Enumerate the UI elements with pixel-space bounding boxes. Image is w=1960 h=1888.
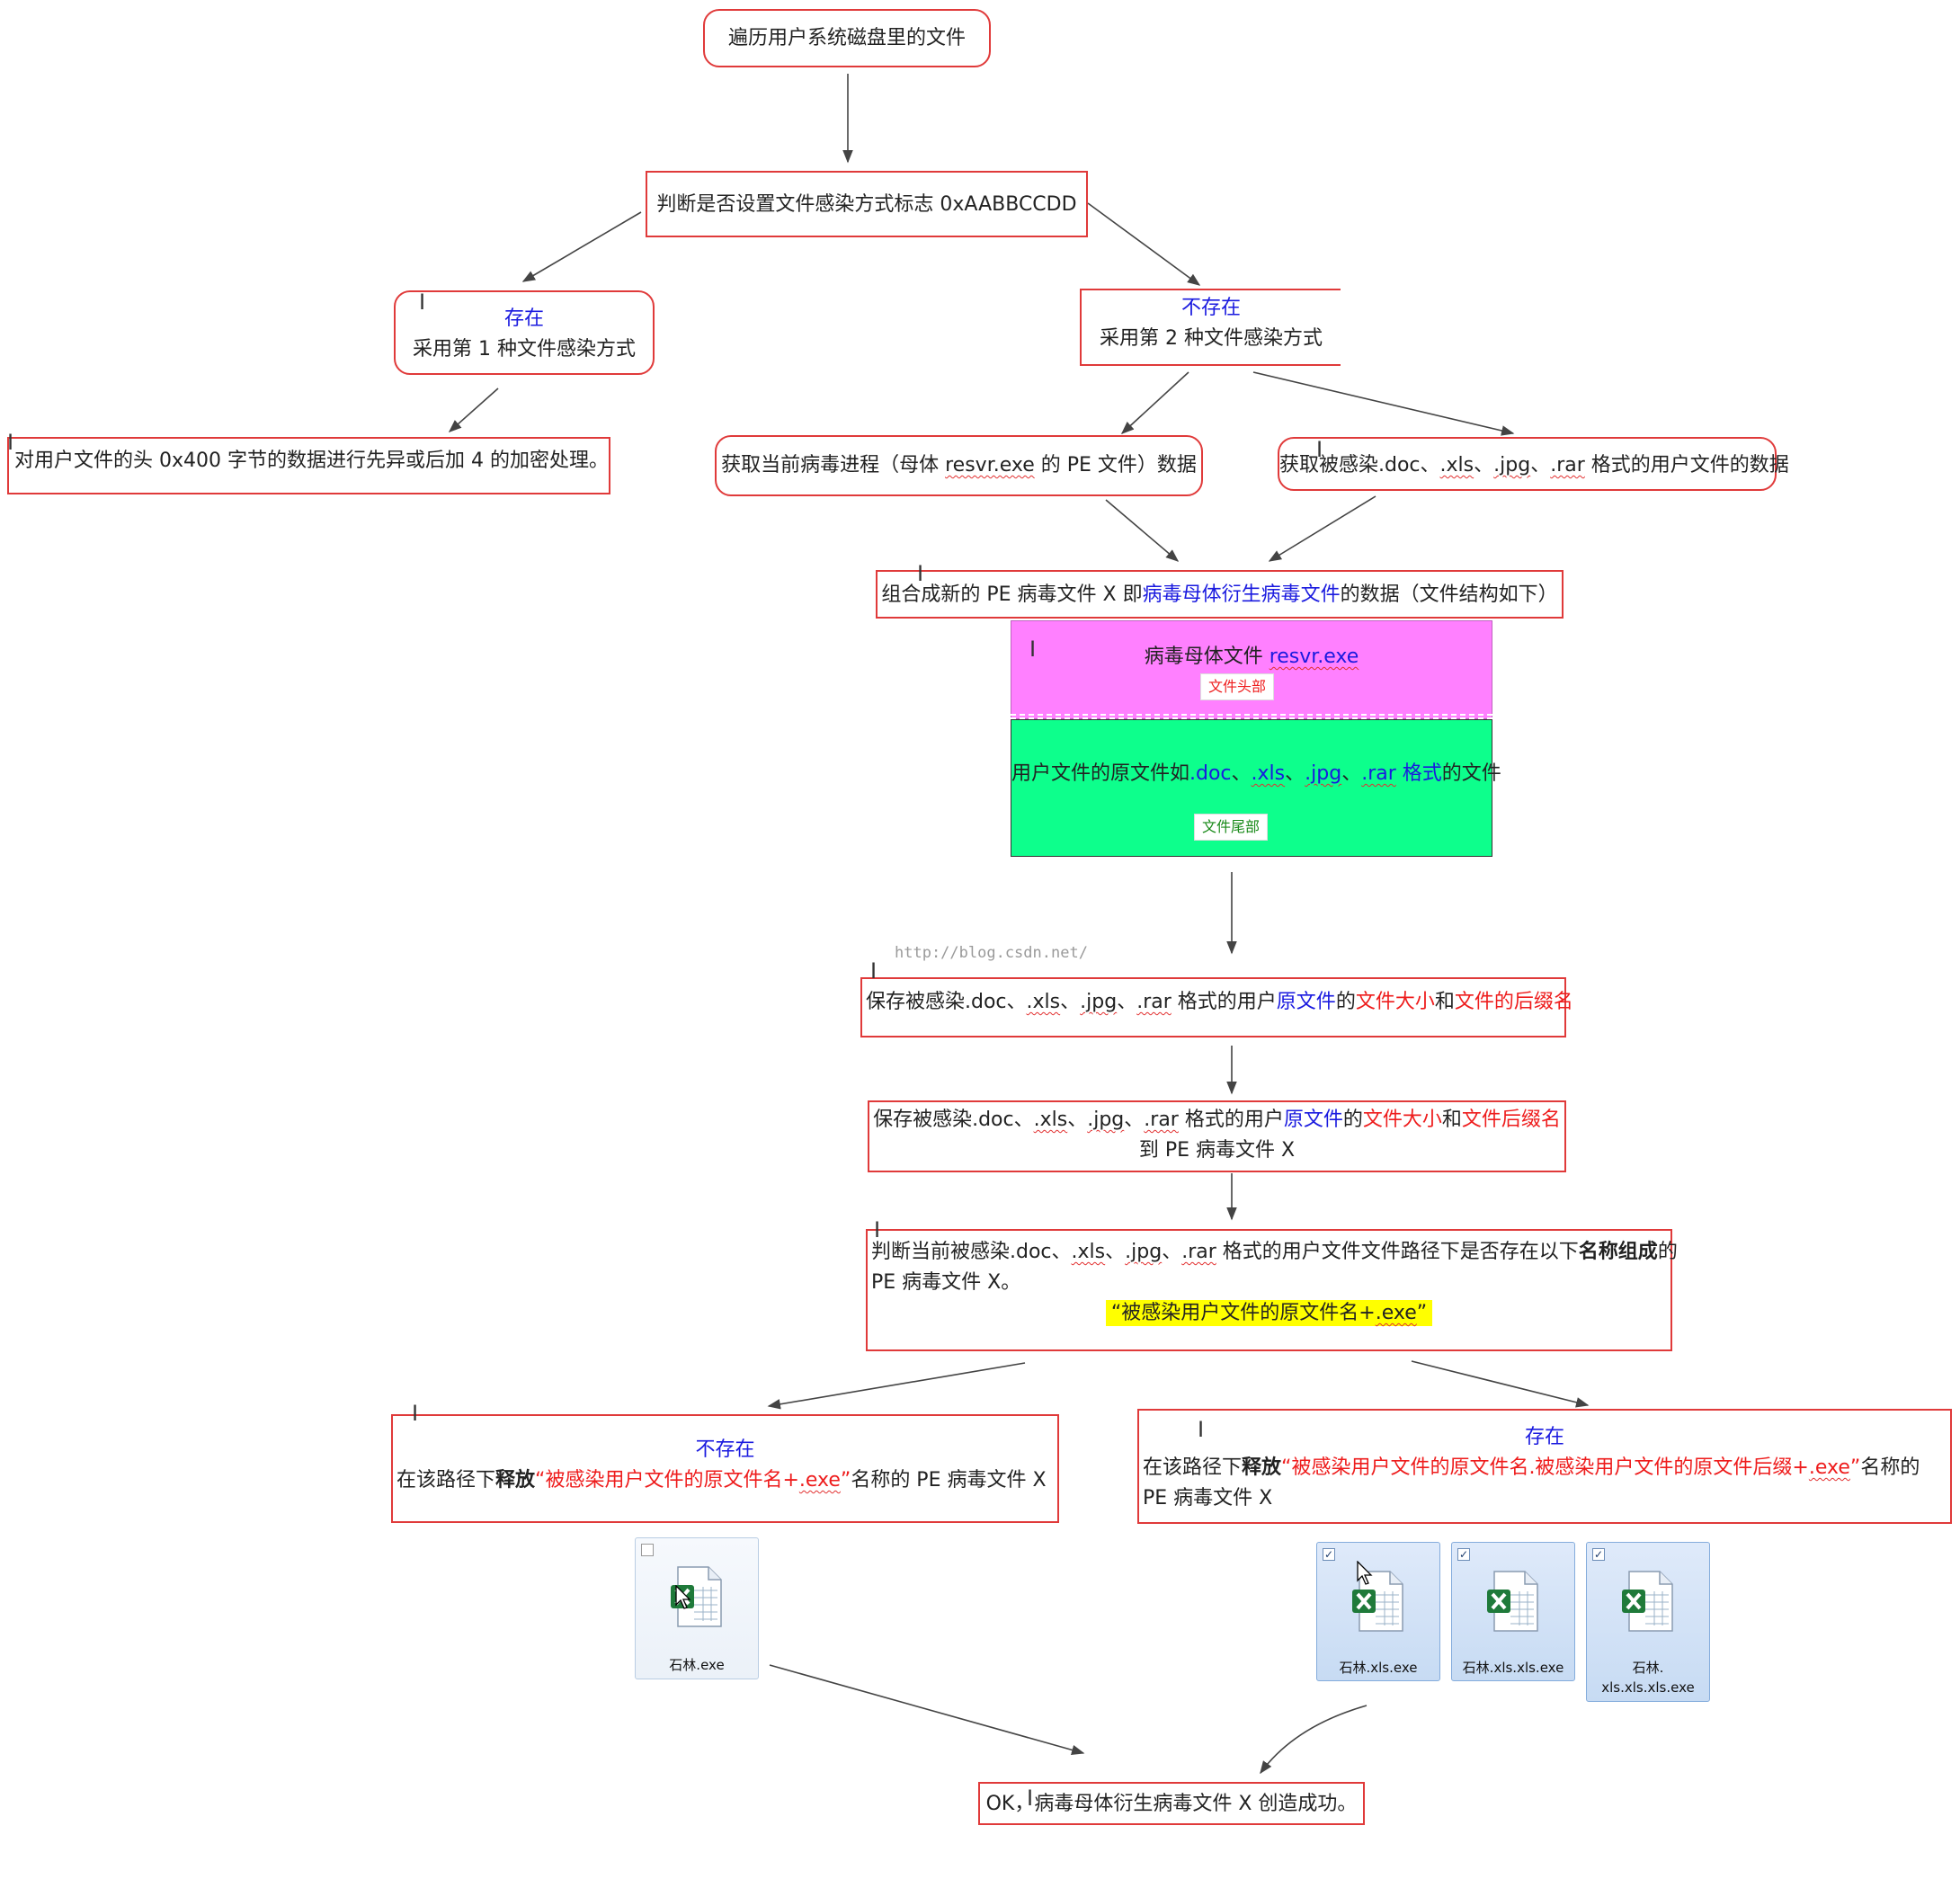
highlighted-name-pattern: “被感染用户文件的原文件名+.exe” bbox=[868, 1299, 1670, 1328]
text-cursor-icon: I bbox=[874, 1217, 881, 1242]
check-name-line2: PE 病毒文件 X。 bbox=[871, 1271, 1021, 1294]
file-name: 石林.exe bbox=[669, 1657, 725, 1673]
file-checkbox[interactable]: ✓ bbox=[1457, 1548, 1470, 1561]
not-exists-branch-node: 不存在 采用第 2 种文件感染方式 bbox=[1080, 289, 1341, 366]
save-to-pe-line2: 到 PE 病毒文件 X bbox=[1138, 1139, 1296, 1162]
file-checkbox[interactable]: ✓ bbox=[1592, 1548, 1605, 1561]
check-flag-text: 判断是否设置文件感染方式标志 0xAABBCCDD bbox=[656, 193, 1077, 216]
excel-file-icon bbox=[1622, 1571, 1673, 1632]
arrow-check-to-exists bbox=[521, 211, 642, 282]
arrow-check-to-not-exists bbox=[1087, 202, 1201, 286]
release-exist-node: 存在 在该路径下释放“被感染用户文件的原文件名.被感染用户文件的原文件后缀+.e… bbox=[1137, 1409, 1952, 1524]
not-exists-desc: 采用第 2 种文件感染方式 bbox=[1100, 327, 1323, 350]
file-item[interactable]: ✓ 石林. xls.xls.xls.exe bbox=[1586, 1542, 1710, 1702]
mouse-pointer-icon bbox=[1357, 1561, 1373, 1585]
file-head-tag: 文件头部 bbox=[1200, 673, 1275, 700]
text-cursor-icon: I bbox=[7, 430, 14, 455]
file-checkbox[interactable] bbox=[641, 1544, 654, 1556]
text-cursor-icon: I bbox=[412, 1401, 419, 1426]
resvr-exe-link: resvr.exe bbox=[1269, 646, 1359, 668]
text-cursor-icon: I bbox=[1029, 637, 1037, 662]
file-name-line2: xls.xls.xls.exe bbox=[1601, 1679, 1695, 1696]
save-size-suffix-node: 保存被感染.doc、.xls、.jpg、.rar 格式的用户原文件的文件大小和文… bbox=[860, 977, 1573, 1038]
exists-status: 存在 bbox=[503, 307, 544, 330]
struct-head-label: 病毒母体文件 resvr.exe bbox=[1144, 646, 1359, 668]
excel-file-icon bbox=[1352, 1571, 1403, 1632]
release-right-line2: PE 病毒文件 X bbox=[1143, 1487, 1273, 1510]
file-checkbox[interactable]: ✓ bbox=[1323, 1548, 1335, 1561]
struct-divider bbox=[1011, 714, 1492, 719]
text-cursor-icon: I bbox=[917, 561, 924, 586]
release-left-status: 不存在 bbox=[695, 1438, 755, 1461]
exists-branch-node: 存在 采用第 1 种文件感染方式 bbox=[394, 290, 655, 375]
watermark-text: http://blog.csdn.net/ bbox=[895, 944, 1088, 962]
arrow-not-exists-to-user-data bbox=[1252, 371, 1515, 436]
arrow-check-exist-to-right bbox=[1411, 1360, 1590, 1408]
save-size-suffix-text: 保存被感染.doc、.xls、.jpg、.rar 格式的用户原文件的文件大小和文… bbox=[866, 991, 1573, 1013]
arrow-right-files-to-done bbox=[1260, 1705, 1368, 1775]
done-node: OK，病毒母体衍生病毒文件 X 创造成功。 bbox=[978, 1782, 1365, 1825]
encrypt-text: 对用户文件的头 0x400 字节的数据进行先异或后加 4 的加密处理。 bbox=[14, 450, 609, 472]
mouse-pointer-icon bbox=[675, 1585, 691, 1609]
struct-tail-block: 用户文件的原文件如.doc、.xls、.jpg、.rar 格式的文件 文件尾部 bbox=[1011, 719, 1501, 857]
combine-text: 组合成新的 PE 病毒文件 X 即病毒母体衍生病毒文件的数据（文件结构如下） bbox=[881, 583, 1558, 606]
arrow-virus-pe-to-combine bbox=[1105, 499, 1180, 562]
arrow-user-data-to-combine bbox=[1268, 495, 1376, 562]
struct-head-block: 病毒母体文件 resvr.exe 文件头部 bbox=[1011, 620, 1492, 719]
resvr-exe-link: resvr.exe bbox=[945, 454, 1035, 476]
get-user-data-text: 获取被感染.doc、.xls、.jpg、.rar 格式的用户文件的数据 bbox=[1279, 454, 1789, 476]
file-name: 石林.xls.xls.exe bbox=[1462, 1660, 1564, 1676]
combine-node: 组合成新的 PE 病毒文件 X 即病毒母体衍生病毒文件的数据（文件结构如下） bbox=[876, 570, 1564, 619]
file-name: 石林.xls.exe bbox=[1339, 1660, 1418, 1676]
file-tail-tag: 文件尾部 bbox=[1194, 814, 1269, 841]
text-cursor-icon: I bbox=[1316, 437, 1323, 462]
file-name: 石林. bbox=[1632, 1660, 1664, 1676]
text-cursor-icon: I bbox=[870, 958, 878, 984]
get-virus-pe-text: 获取当前病毒进程（母体 resvr.exe 的 PE 文件）数据 bbox=[721, 454, 1197, 476]
check-name-line1: 判断当前被感染.doc、.xls、.jpg、.rar 格式的用户文件文件路径下是… bbox=[871, 1241, 1678, 1263]
file-item[interactable]: 石林.exe bbox=[635, 1537, 759, 1679]
arrow-check-exist-to-left bbox=[767, 1362, 1026, 1410]
text-cursor-icon: I bbox=[1027, 1786, 1034, 1811]
file-item[interactable]: ✓ 石林.xls.exe bbox=[1316, 1542, 1440, 1681]
done-text: OK，病毒母体衍生病毒文件 X 创造成功。 bbox=[985, 1793, 1358, 1815]
release-left-text: 在该路径下释放“被感染用户文件的原文件名+.exe”名称的 PE 病毒文件 X bbox=[396, 1469, 1047, 1492]
get-virus-pe-node: 获取当前病毒进程（母体 resvr.exe 的 PE 文件）数据 bbox=[715, 435, 1203, 496]
excel-file-icon bbox=[1487, 1571, 1538, 1632]
struct-tail-label: 用户文件的原文件如.doc、.xls、.jpg、.rar 格式的文件 bbox=[1011, 762, 1501, 785]
text-cursor-icon: I bbox=[419, 289, 426, 315]
text-cursor-icon: I bbox=[1198, 1417, 1205, 1442]
release-right-status: 存在 bbox=[1524, 1426, 1564, 1448]
release-not-exist-node: 不存在 在该路径下释放“被感染用户文件的原文件名+.exe”名称的 PE 病毒文… bbox=[391, 1414, 1059, 1523]
release-right-line1: 在该路径下释放“被感染用户文件的原文件名.被感染用户文件的原文件后缀+.exe”… bbox=[1143, 1456, 1920, 1479]
arrow-not-exists-to-virus-pe bbox=[1120, 371, 1189, 434]
start-node: 遍历用户系统磁盘里的文件 bbox=[703, 9, 991, 67]
get-user-data-node: 获取被感染.doc、.xls、.jpg、.rar 格式的用户文件的数据 bbox=[1278, 437, 1789, 491]
file-item[interactable]: ✓ 石林.xls.xls.exe bbox=[1451, 1542, 1575, 1681]
save-to-pe-line1: 保存被感染.doc、.xls、.jpg、.rar 格式的用户原文件的文件大小和文… bbox=[873, 1109, 1561, 1131]
save-to-pe-node: 保存被感染.doc、.xls、.jpg、.rar 格式的用户原文件的文件大小和文… bbox=[868, 1100, 1566, 1172]
not-exists-status: 不存在 bbox=[1180, 297, 1241, 319]
start-text: 遍历用户系统磁盘里的文件 bbox=[727, 27, 966, 49]
arrow-exists-to-encrypt bbox=[448, 387, 499, 432]
arrow-left-files-to-done bbox=[769, 1664, 1085, 1756]
check-flag-node: 判断是否设置文件感染方式标志 0xAABBCCDD bbox=[646, 171, 1088, 237]
encrypt-node: 对用户文件的头 0x400 字节的数据进行先异或后加 4 的加密处理。 bbox=[7, 437, 610, 494]
check-name-exists-node: 判断当前被感染.doc、.xls、.jpg、.rar 格式的用户文件文件路径下是… bbox=[866, 1229, 1678, 1351]
exists-desc: 采用第 1 种文件感染方式 bbox=[413, 338, 636, 361]
